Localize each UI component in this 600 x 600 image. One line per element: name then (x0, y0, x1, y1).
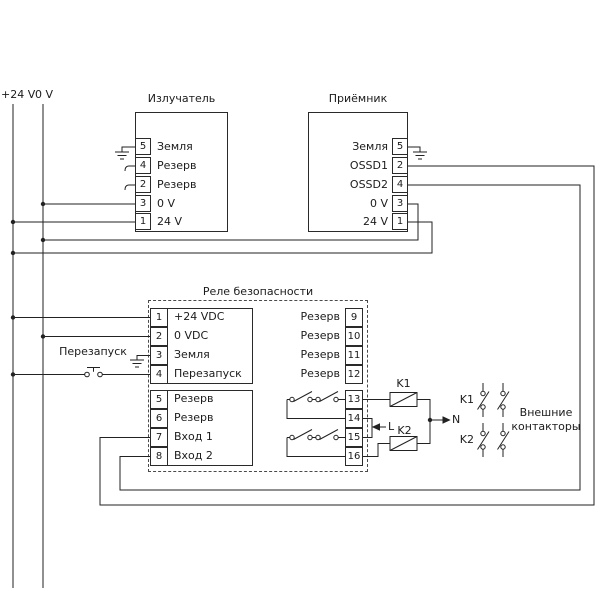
pushbutton-icon (87, 367, 100, 372)
k1-coil-label: K1 (396, 377, 411, 390)
contactors-caption-line1: Внешние (519, 406, 573, 419)
emitter-pin-label: Резерв (157, 159, 197, 172)
relay-pin-cell: 4 (150, 365, 168, 384)
emitter-pin-label: Земля (157, 140, 193, 153)
relay-pin-label: Резерв (174, 392, 214, 405)
relay-pin-label: Вход 1 (174, 430, 213, 443)
line-supply-label: L (388, 420, 395, 433)
neutral-supply-label: N (452, 413, 461, 426)
emitter-pin-cell: 2 (135, 176, 151, 193)
emitter-pin-cell: 1 (135, 213, 151, 230)
relay-pin-cell: 13 (345, 390, 363, 409)
relay-pin-cell: 7 (150, 428, 168, 447)
emitter-title: Излучатель (147, 92, 216, 105)
relay-pin-cell: 2 (150, 327, 168, 346)
relay-pin-label: Резерв (300, 367, 340, 380)
relay-pin-cell: 3 (150, 346, 168, 365)
relay-pin-label: Резерв (174, 411, 214, 424)
relay-pin-label: Вход 2 (174, 449, 213, 462)
receiver-pin-label: Земля (352, 140, 388, 153)
receiver-pin-label: 24 V (362, 215, 388, 228)
relay-pin-cell: 10 (345, 327, 363, 346)
receiver-pin-cell: 5 (392, 138, 408, 155)
relay-pin-label: Резерв (300, 348, 340, 361)
relay-pin-cell: 6 (150, 409, 168, 428)
emitter-pin-label: 24 V (157, 215, 183, 228)
ground-icon (115, 151, 129, 160)
rail-24v-label: +24 V (1, 88, 36, 101)
k1-coil-icon (389, 392, 418, 407)
relay-pin-label: Резерв (300, 310, 340, 323)
relay-pin-cell: 1 (150, 308, 168, 327)
receiver-pin-cell: 1 (392, 213, 408, 230)
relay-pin-cell: 15 (345, 428, 363, 447)
emitter-wires (13, 146, 135, 223)
receiver-pin-cell: 3 (392, 195, 408, 212)
receiver-pin-label: OSSD2 (349, 178, 388, 191)
line-arrow-icon (371, 423, 380, 431)
relay-pin-label: +24 VDC (174, 310, 225, 323)
receiver-pin-cell: 4 (392, 176, 408, 193)
emitter-pin-cell: 5 (135, 138, 151, 155)
relay-pin-label: Земля (174, 348, 210, 361)
emitter-pin-label: Резерв (157, 178, 197, 191)
receiver-pin-label: 0 V (369, 197, 388, 210)
emitter-pin-label: 0 V (157, 197, 176, 210)
relay-pin-cell: 11 (345, 346, 363, 365)
receiver-pin-label: OSSD1 (349, 159, 388, 172)
relay-pin-cell: 16 (345, 447, 363, 466)
relay-pin-cell: 14 (345, 409, 363, 428)
reserve-stub-icon (124, 184, 135, 191)
neutral-arrow-icon (442, 416, 451, 424)
relay-pin-label: 0 VDC (174, 329, 209, 342)
relay-pin-cell: 5 (150, 390, 168, 409)
rail-0v-label: 0 V (35, 88, 54, 101)
receiver-title: Приёмник (328, 92, 388, 105)
contactors-caption-line2: контакторы (511, 420, 581, 433)
relay-pin-cell: 8 (150, 447, 168, 466)
emitter-pin-cell: 4 (135, 157, 151, 174)
relay-pin-cell: 12 (345, 365, 363, 384)
k2-coil-label: K2 (397, 424, 412, 437)
reserve-stub-icon (124, 165, 135, 172)
contactor-k1-label: K1 (459, 393, 474, 406)
k2-coil-icon (389, 436, 418, 451)
restart-button-label: Перезапуск (59, 345, 127, 358)
power-rails (12, 104, 44, 588)
contactor-k2-label: K2 (459, 433, 474, 446)
relay-title: Реле безопасности (202, 285, 314, 298)
relay-pin-cell: 9 (345, 308, 363, 327)
emitter-pin-cell: 3 (135, 195, 151, 212)
ground-icon (130, 359, 144, 368)
ground-icon (413, 151, 427, 160)
relay-pin-label: Резерв (300, 329, 340, 342)
relay-pin-label: Перезапуск (174, 367, 242, 380)
receiver-pin-cell: 2 (392, 157, 408, 174)
